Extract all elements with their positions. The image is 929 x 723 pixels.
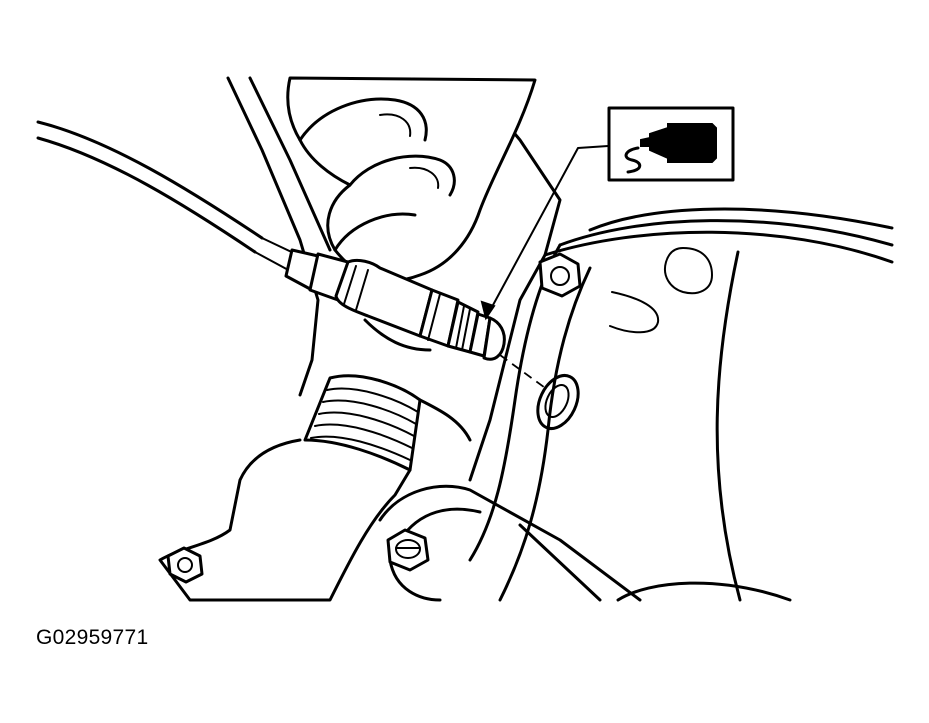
leader-line xyxy=(480,145,609,391)
anti-seize-compound-icon xyxy=(607,106,735,182)
mounting-nut xyxy=(538,252,582,298)
figure-id-label: G02959771 xyxy=(36,626,149,649)
sensor-mounting-hole xyxy=(536,374,580,430)
mounting-bolt xyxy=(386,528,430,572)
mounting-nut xyxy=(166,546,204,584)
sensor-wire-harness xyxy=(36,120,301,273)
oxygen-sensor xyxy=(284,248,506,361)
